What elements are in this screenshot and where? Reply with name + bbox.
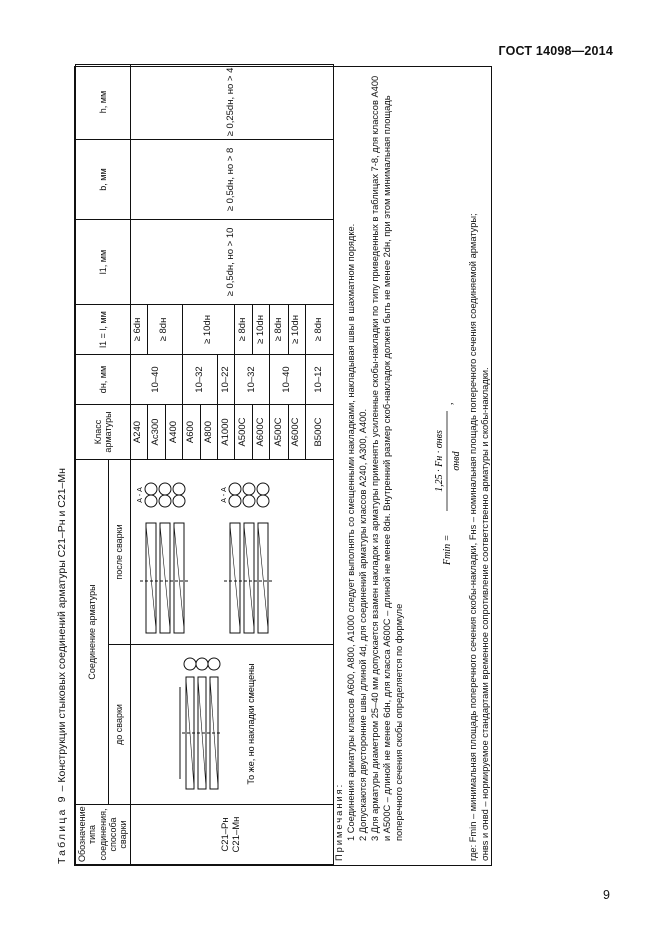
footnote-item: σнвs и σнвd – нормируемое стандартами вр… bbox=[480, 367, 490, 861]
header-b: b, мм bbox=[75, 139, 131, 220]
formula-lhs: Fmin = bbox=[442, 535, 453, 565]
class-cell: А600С bbox=[252, 404, 270, 460]
class-cell: А500С bbox=[269, 404, 289, 460]
table-caption-label: Таблица 9 bbox=[56, 794, 68, 864]
header-l1-equals-l: l1 = l, мм bbox=[75, 304, 131, 355]
formula-numerator: 1,25 · Fн · σнвs bbox=[434, 430, 445, 492]
table-frame: Обозначение типа соединения, способа сва… bbox=[74, 64, 492, 866]
note-item: 1 Соединения арматуры классов А600, А800… bbox=[346, 223, 356, 841]
header-before-welding: до сварки bbox=[108, 644, 131, 805]
note-item: 3 Для арматуры диаметром 25–40 мм допуск… bbox=[370, 75, 404, 841]
formula-tail: , bbox=[444, 403, 455, 406]
class-cell: А500С bbox=[234, 404, 253, 460]
table-caption-title: Конструкции стыковых соединений арматуры… bbox=[56, 468, 68, 783]
before-welding-drawing: То же, но накладки смещены bbox=[179, 658, 256, 790]
dn-cell: 10–40 bbox=[130, 354, 183, 405]
header-class: Класс арматуры bbox=[75, 404, 131, 460]
section-label-top: А - А bbox=[137, 487, 144, 503]
notes-title: Примечания: bbox=[334, 782, 344, 861]
class-cell: А600 bbox=[182, 404, 201, 460]
h-cell: ≥ 0,25dн, но > 4 bbox=[130, 64, 334, 140]
header-dn: dн, мм bbox=[75, 354, 131, 405]
page-number: 9 bbox=[603, 888, 610, 902]
l-cell: ≥ 10dн bbox=[252, 304, 270, 355]
header-l1: l1, мм bbox=[75, 219, 131, 305]
before-welding-note: То же, но накладки смещены bbox=[246, 664, 256, 785]
l-cell: ≥ 10dн bbox=[288, 304, 306, 355]
class-cell: Ас300 bbox=[147, 404, 166, 460]
footnote-item: где: Fmin – минимальная площадь поперечн… bbox=[468, 213, 478, 861]
l-cell: ≥ 8dн bbox=[269, 304, 289, 355]
dn-cell: 10–32 bbox=[182, 354, 218, 405]
standard-code: ГОСТ 14098—2014 bbox=[498, 44, 613, 58]
before-welding-cell: То же, но накладки смещены bbox=[130, 644, 334, 805]
table-caption: Таблица 9 – Конструкции стыковых соедине… bbox=[56, 468, 68, 864]
header-type: Обозначение типа соединения, способа сва… bbox=[75, 804, 131, 865]
formula-denominator: σнвd bbox=[451, 450, 462, 470]
after-welding-drawing: А - А А - А bbox=[137, 482, 274, 634]
table-caption-dash: – bbox=[56, 782, 68, 795]
header-h: h, мм bbox=[75, 64, 131, 140]
class-cell: А1000 bbox=[217, 404, 235, 460]
l-cell: ≥ 10dн bbox=[182, 304, 235, 355]
joints-table: Обозначение типа соединения, способа сва… bbox=[75, 64, 334, 865]
formula-drawing: Fmin = 1,25 · Fн · σнвs σнвd , bbox=[434, 403, 462, 567]
rotated-table-block: Таблица 9 – Конструкции стыковых соедине… bbox=[52, 64, 492, 866]
dn-cell: 10–40 bbox=[269, 354, 306, 405]
l-cell: ≥ 8dн bbox=[234, 304, 253, 355]
l-cell: ≥ 8dн bbox=[305, 304, 334, 355]
joint-type-cell: С21–Рн С21–Мн bbox=[130, 804, 334, 865]
b-cell: ≥ 0,5dн, но > 8 bbox=[130, 139, 334, 220]
class-cell: А400 bbox=[165, 404, 183, 460]
table-notes: Примечания: 1 Соединения арматуры классо… bbox=[333, 71, 405, 861]
header-joint: Соединение арматуры bbox=[75, 459, 109, 805]
dn-cell: 10–32 bbox=[234, 354, 270, 405]
section-label-bottom: А - А bbox=[221, 487, 228, 503]
formula-footnotes: где: Fmin – минимальная площадь поперечн… bbox=[467, 71, 491, 861]
dn-cell: 10–12 bbox=[305, 354, 334, 405]
header-after-welding: после сварки bbox=[108, 459, 131, 645]
class-cell: А800 bbox=[200, 404, 218, 460]
class-cell: В500С bbox=[305, 404, 334, 460]
note-item: 2 Допускаются двусторонние швы длиной 4d… bbox=[358, 408, 368, 841]
dn-cell: 10–22 bbox=[217, 354, 235, 405]
bracket-area-formula: Fmin = 1,25 · Fн · σнвs σнвd , bbox=[431, 395, 466, 567]
class-cell: А600С bbox=[288, 404, 306, 460]
class-cell: А240 bbox=[130, 404, 148, 460]
l-cell: ≥ 8dн bbox=[147, 304, 183, 355]
after-welding-cell: А - А А - А bbox=[130, 459, 334, 645]
l1-cell: ≥ 0,5dн, но > 10 bbox=[130, 219, 334, 305]
l-cell: ≥ 6dн bbox=[130, 304, 148, 355]
